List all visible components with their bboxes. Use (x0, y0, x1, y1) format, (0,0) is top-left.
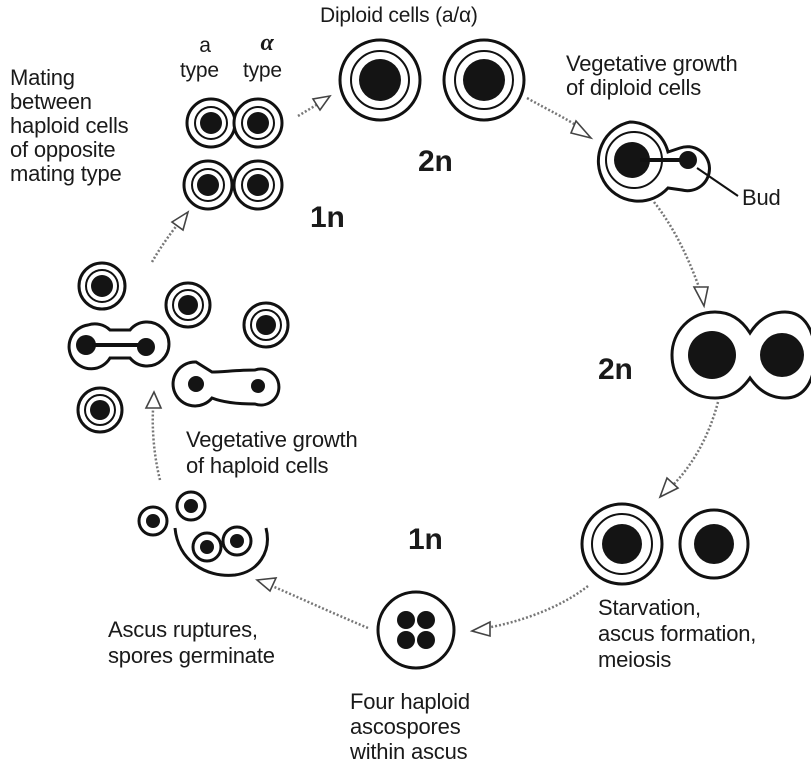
arrow-diploid-to-growth (527, 98, 591, 138)
arrow-rupture-to-haploid (146, 392, 161, 480)
haploid-cell-1 (79, 263, 125, 309)
starvation-cell-2 (680, 510, 748, 578)
starvation-label-line-2: ascus formation, (598, 622, 756, 646)
veg-haploid-label-line-1: Vegetative growth (186, 428, 358, 452)
bud-label: Bud (742, 186, 781, 210)
ploidy-2n-top: 2n (418, 146, 453, 178)
ascus-ruptures-label-line-1: Ascus ruptures, (108, 618, 258, 642)
veg-diploid-label-line-1: Vegetative growth (566, 52, 738, 76)
ruptured-ascus (139, 492, 267, 575)
starvation-cell-1 (582, 504, 662, 584)
mating-cell-alpha-top (234, 99, 282, 147)
mating-cell-alpha-bottom (234, 161, 282, 209)
arrow-bud-to-dividing (654, 202, 708, 306)
mating-label-line-3: haploid cells (10, 114, 128, 138)
diploid-cells-label: Diploid cells (a/α) (320, 4, 478, 28)
budding-diploid-cell (598, 122, 738, 201)
ascus-ruptures-label-line-2: spores germinate (108, 644, 275, 668)
a-type-word: type (180, 59, 219, 83)
mating-label-line-5: mating type (10, 162, 122, 186)
mating-cell-a-top (187, 99, 235, 147)
ascus-four-spores (378, 592, 454, 668)
four-haploid-label-line-3: within ascus (350, 740, 467, 764)
haploid-budding-cell (69, 322, 169, 369)
mating-label-line-4: of opposite (10, 138, 115, 162)
arrow-haploid-to-mating (152, 212, 188, 262)
ploidy-1n-upper: 1n (310, 202, 345, 234)
starvation-label-line-3: meiosis (598, 648, 671, 672)
veg-haploid-label-line-2: of haploid cells (186, 454, 328, 478)
haploid-cell-4 (78, 388, 122, 432)
diploid-cell-1 (340, 40, 420, 120)
ploidy-1n-bottom: 1n (408, 524, 443, 556)
arrow-mating-to-diploid (298, 96, 330, 116)
mating-cell-a-bottom (184, 161, 232, 209)
ploidy-2n-right: 2n (598, 354, 633, 386)
arrow-starvation-to-ascus (472, 586, 588, 636)
four-haploid-label-line-2: ascospores (350, 715, 461, 739)
arrow-dividing-to-starvation (660, 402, 718, 497)
starvation-label-line-1: Starvation, (598, 596, 701, 620)
a-type-symbol: a (188, 35, 222, 57)
four-haploid-label-line-1: Four haploid (350, 690, 470, 714)
alpha-type-symbol: α (250, 32, 284, 54)
haploid-cell-3 (244, 303, 288, 347)
alpha-type-word: type (243, 59, 282, 83)
diploid-cell-2 (444, 40, 524, 120)
mating-label-line-1: Mating (10, 66, 75, 90)
arrow-ascus-to-rupture (257, 578, 368, 628)
haploid-cell-2 (166, 283, 210, 327)
mating-label-line-2: between (10, 90, 92, 114)
dividing-diploid-cell (672, 312, 811, 398)
veg-diploid-label-line-2: of diploid cells (566, 76, 701, 100)
haploid-budding-cell-2 (173, 362, 279, 406)
